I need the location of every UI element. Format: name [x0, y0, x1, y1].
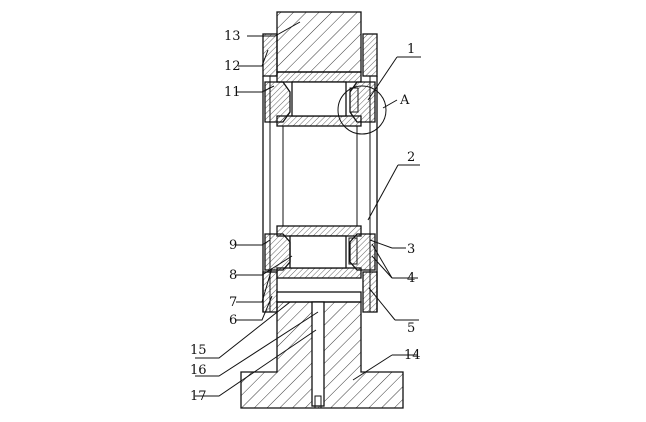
label-6: 6 [229, 313, 237, 328]
label-a: A [399, 93, 410, 108]
base-part-14 [240, 301, 404, 409]
upper-bearing [264, 71, 376, 127]
top-shaft-part-13 [276, 11, 362, 73]
label-2: 2 [407, 150, 415, 165]
leader-lines [195, 21, 421, 397]
label-14: 14 [404, 348, 421, 363]
label-7: 7 [229, 295, 237, 310]
label-15: 15 [190, 343, 207, 358]
label-11: 11 [224, 85, 241, 100]
label-5: 5 [407, 321, 415, 336]
upper-sleeve-part-12 [262, 33, 378, 77]
lower-bearing [264, 225, 376, 279]
detail-circle-a [337, 85, 387, 135]
label-1: 1 [407, 42, 415, 57]
label-3: 3 [407, 242, 415, 257]
label-17: 17 [190, 389, 207, 404]
part-labels: 13 12 11 1 A 2 9 3 4 8 7 6 5 14 15 16 17 [190, 29, 421, 404]
label-4: 4 [407, 271, 415, 286]
label-9: 9 [229, 238, 237, 253]
label-13: 13 [224, 29, 241, 44]
label-8: 8 [229, 268, 237, 283]
lower-sleeve-parts-5-6 [262, 271, 378, 313]
plate-part-15 [276, 291, 362, 303]
label-12: 12 [224, 59, 241, 74]
label-16: 16 [190, 363, 207, 378]
